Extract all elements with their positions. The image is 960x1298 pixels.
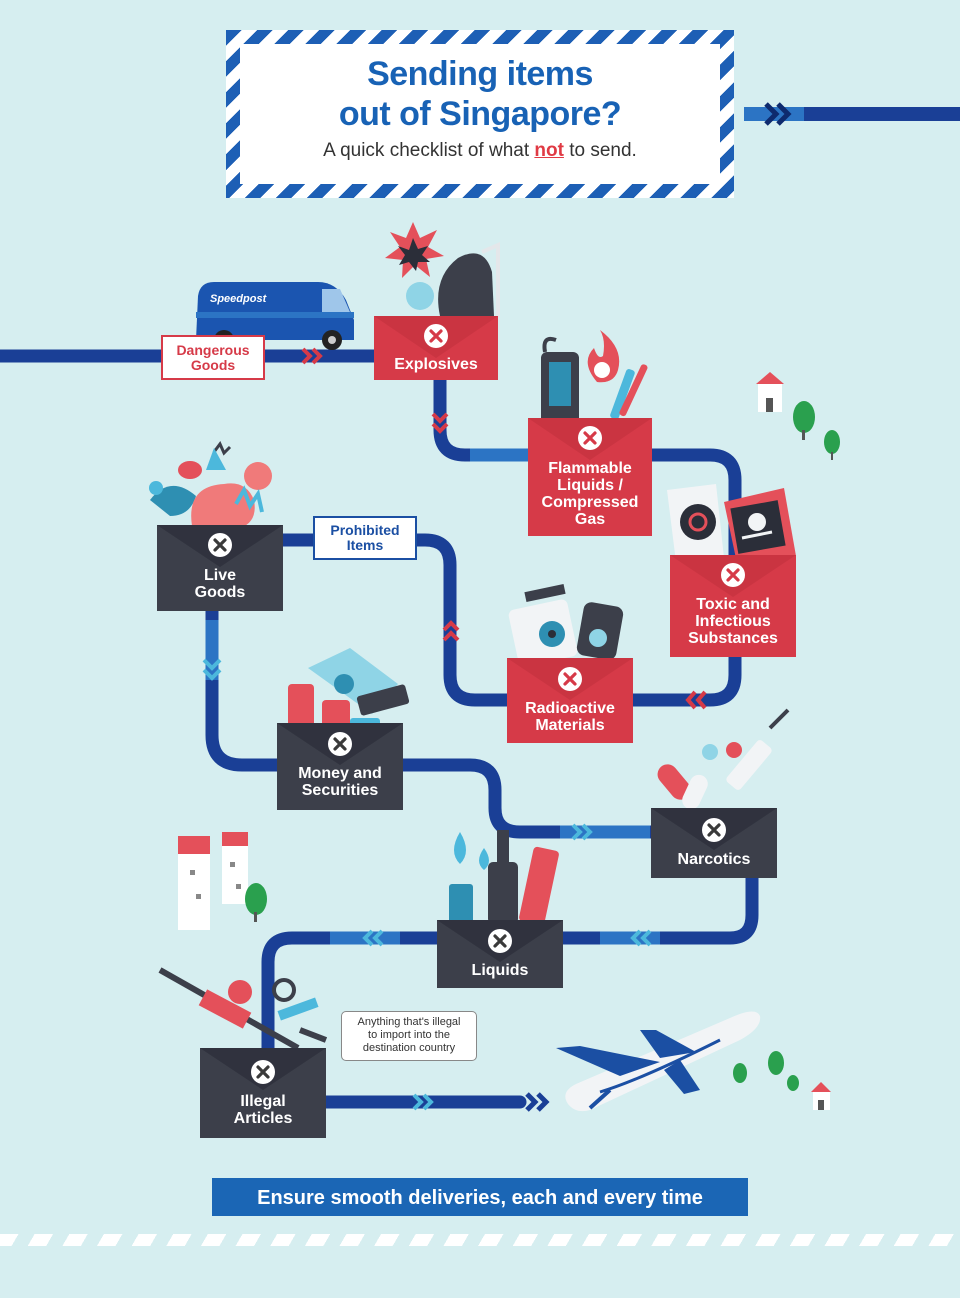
box-money — [277, 723, 403, 810]
route-highlights — [205, 448, 660, 945]
prohibited-x-icon — [719, 561, 747, 589]
box-live-goods — [157, 525, 283, 611]
box-flammable — [528, 418, 652, 536]
label-toxic-line-1: Toxic and — [696, 596, 770, 613]
label-liquids: Liquids — [437, 962, 563, 979]
subtitle-before: A quick checklist of what — [323, 140, 535, 161]
bubble-line-3: destination country — [362, 1042, 456, 1054]
prohibited-x-icon — [486, 927, 514, 955]
label-money-line-1: Money and — [298, 765, 382, 782]
label-narcotics: Narcotics — [651, 851, 777, 868]
explosives-illustration — [385, 222, 500, 318]
box-explosives — [374, 316, 498, 380]
money-illustration — [288, 648, 410, 732]
label-flammable-line-3: Compressed — [541, 494, 639, 511]
header-card: Sending items out of Singapore? A quick … — [226, 30, 734, 198]
box-radioactive — [507, 658, 633, 743]
tag-dangerous-goods: Dangerous Goods — [161, 335, 265, 380]
label-live-goods-line-1: Live — [203, 567, 236, 584]
label-illegal-articles: Illegal Articles — [200, 1093, 326, 1127]
label-flammable-line-4: Gas — [574, 511, 606, 528]
label-money: Money and Securities — [277, 765, 403, 799]
bubble-line-2: to import into the — [368, 1029, 450, 1041]
label-radioactive-line-2: Materials — [535, 717, 605, 734]
flammable-illustration — [541, 330, 648, 424]
label-toxic-line-2: Infectious — [695, 613, 771, 630]
title-line-2: out of Singapore? — [338, 95, 622, 133]
scenery — [178, 372, 840, 1110]
label-liquids-line-1: Liquids — [471, 962, 529, 979]
prohibited-x-icon — [576, 424, 604, 452]
label-narcotics-line-1: Narcotics — [677, 851, 751, 868]
tag-dangerous-goods-line-1: Dangerous — [176, 342, 250, 358]
tag-prohibited-items: Prohibited Items — [313, 516, 417, 560]
label-flammable-line-2: Liquids / — [557, 477, 623, 494]
box-toxic — [670, 555, 796, 657]
liquids-illustration — [449, 830, 559, 926]
label-toxic-line-3: Substances — [688, 630, 778, 647]
page-title: Sending items out of Singapore? — [240, 54, 720, 134]
tag-dangerous-goods-line-2: Goods — [190, 357, 236, 373]
live-goods-illustration — [149, 441, 272, 528]
prohibited-x-icon — [249, 1058, 277, 1086]
label-illegal-articles-line-1: Illegal — [240, 1093, 286, 1110]
subtitle-after: to send. — [563, 140, 637, 161]
toxic-illustration — [667, 484, 796, 568]
prohibited-x-icon — [422, 322, 450, 350]
label-toxic: Toxic and Infectious Substances — [670, 596, 796, 647]
page-subtitle: A quick checklist of what not to send. — [240, 140, 720, 162]
radioactive-illustration — [508, 583, 624, 667]
prohibited-x-icon — [700, 816, 728, 844]
illegal-articles-illustration — [158, 967, 328, 1051]
route-chevrons — [202, 347, 707, 1112]
header-arrow-line — [744, 102, 960, 126]
van-brand-text: Speedpost — [210, 293, 268, 305]
bubble-line-1: Anything that's illegal — [357, 1016, 461, 1028]
tag-prohibited-items-line-1: Prohibited — [330, 522, 400, 538]
label-explosives-line-1: Explosives — [394, 356, 478, 373]
route-path — [0, 349, 759, 1109]
label-explosives: Explosives — [374, 356, 498, 373]
label-flammable: Flammable Liquids / Compressed Gas — [528, 460, 652, 528]
box-illegal-articles — [200, 1048, 326, 1138]
box-liquids — [437, 920, 563, 988]
header-card-inner: Sending items out of Singapore? A quick … — [240, 44, 720, 184]
label-live-goods: Live Goods — [157, 567, 283, 601]
title-line-1: Sending items — [367, 55, 593, 93]
airplane — [556, 1011, 761, 1112]
footer-banner: Ensure smooth deliveries, each and every… — [212, 1178, 748, 1216]
label-live-goods-line-2: Goods — [194, 584, 246, 601]
illegal-articles-note-bubble: Anything that's illegal to import into t… — [341, 1011, 477, 1061]
prohibited-x-icon — [556, 665, 584, 693]
label-radioactive: Radioactive Materials — [507, 700, 633, 734]
prohibited-x-icon — [206, 531, 234, 559]
label-illegal-articles-line-2: Articles — [233, 1110, 293, 1127]
label-money-line-2: Securities — [301, 782, 379, 799]
footer-stripe — [0, 1234, 960, 1246]
subtitle-emphasis: not — [534, 140, 564, 161]
narcotics-illustration — [657, 708, 790, 810]
tag-prohibited-items-line-2: Items — [346, 537, 384, 553]
label-flammable-line-1: Flammable — [548, 460, 632, 477]
prohibited-x-icon — [326, 730, 354, 758]
box-narcotics — [651, 808, 777, 878]
label-radioactive-line-1: Radioactive — [525, 700, 615, 717]
